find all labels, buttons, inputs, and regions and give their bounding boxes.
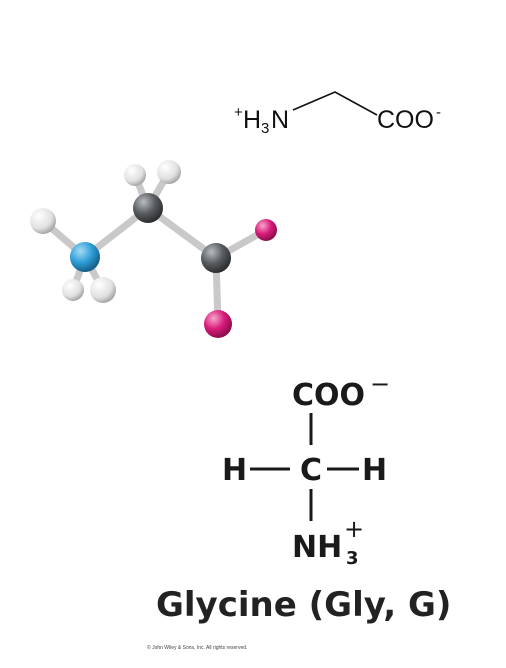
hydrogen-atom [124,164,146,186]
nitrogen-atom [70,242,100,272]
ball-and-stick-model [30,160,277,338]
hydrogen-atom [30,208,56,234]
formula-top-group: COO [292,378,365,413]
formula-center-atom: C [300,453,322,488]
formula-bottom-subscript: 3 [346,548,359,569]
formula-bottom-charge: + [344,515,364,543]
oxygen-atom [255,219,277,241]
alpha-carbon-atom [133,193,163,223]
copyright-notice: © John Wiley & Sons, Inc. All rights res… [147,644,247,651]
oxygen-atom [204,310,232,338]
ammonium-charge: + [234,104,243,121]
formula-bottom-group: NH [292,530,342,565]
formula-left-group: H [222,453,247,488]
structural-formula: COO − H C H NH 3 + [222,370,390,569]
formula-right-group: H [362,453,387,488]
ammonium-h-label: H [243,106,261,134]
figure-title: Glycine (Gly, G) [156,585,451,625]
hydrogen-atom [157,160,181,184]
hydrogen-atom [90,277,116,303]
carboxylate-label: COO [377,106,434,134]
carboxyl-carbon-atom [201,243,231,273]
carbon-chain-bonds [292,91,378,116]
ammonium-subscript: 3 [261,120,269,137]
hydrogen-atom [62,279,84,301]
skeletal-formula: + H 3 N COO - [234,91,441,137]
ammonium-n-label: N [271,106,289,134]
formula-top-charge: − [370,370,390,398]
carboxylate-charge: - [436,104,441,121]
